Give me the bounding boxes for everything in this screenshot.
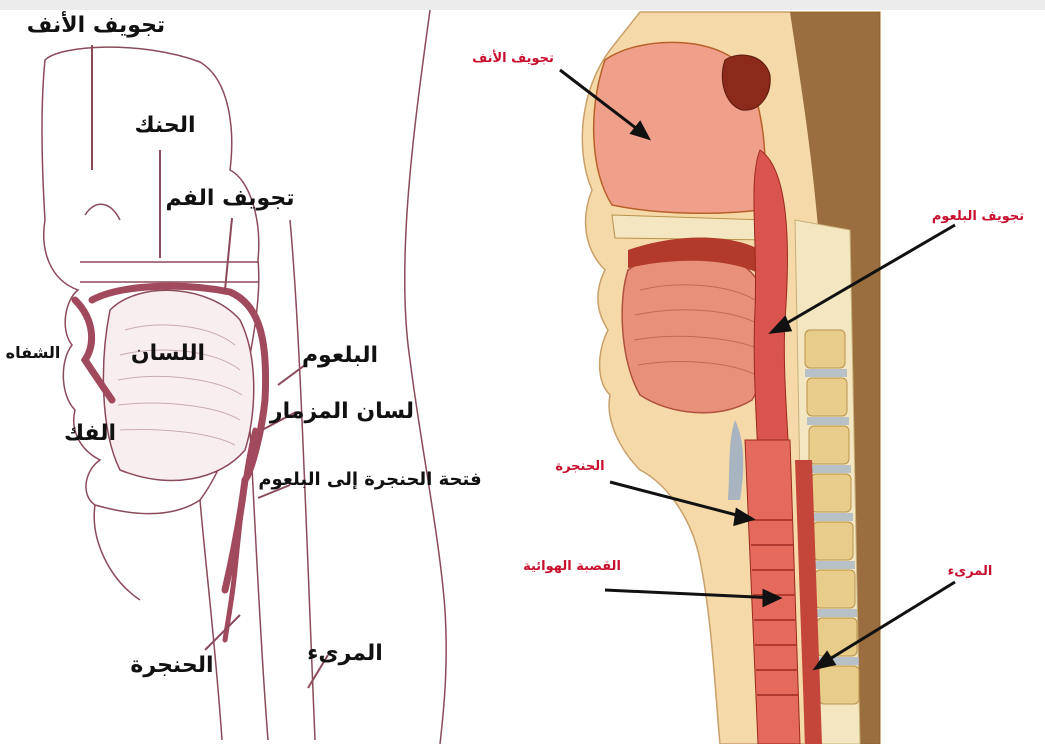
left-tongue xyxy=(103,290,253,480)
right-label-larynx: الحنجرة xyxy=(555,459,604,474)
right-label-pharynx-cavity: تجويف البلعوم xyxy=(932,209,1024,224)
right-label-nasal-cavity: تجويف الأنف xyxy=(472,49,554,66)
left-label-jaw: الفك xyxy=(64,421,116,446)
left-chin xyxy=(94,505,140,600)
left-nasal-line xyxy=(85,204,120,220)
arrow-larynx xyxy=(205,615,240,650)
left-label-larynx-opening: فتحة الحنجرة إلى البلعوم xyxy=(258,469,481,490)
left-label-pharynx: البلعوم xyxy=(302,343,378,368)
left-label-esophagus: المرىء xyxy=(307,641,383,666)
left-neck-back-2 xyxy=(405,10,447,744)
right-label-esophagus: المرىء xyxy=(948,564,993,579)
left-label-epiglottis: لسان المزمار xyxy=(269,399,414,424)
left-label-oral-cavity: تجويف الفم xyxy=(166,186,295,211)
left-label-lips: الشفاه xyxy=(6,343,61,362)
left-throat-outline xyxy=(200,500,222,740)
top-strip xyxy=(0,0,1045,10)
left-palate-band xyxy=(80,262,258,282)
left-label-palate: الحنك xyxy=(134,113,195,138)
left-label-larynx: الحنجرة xyxy=(130,653,213,678)
right-label-trachea: القصبة الهوائية xyxy=(523,559,621,574)
left-label-tongue: اللسان xyxy=(131,341,205,366)
arrow-oral xyxy=(225,218,232,290)
left-label-nasal-cavity: تجويف الأنف xyxy=(27,10,165,38)
right-tongue xyxy=(622,251,767,413)
